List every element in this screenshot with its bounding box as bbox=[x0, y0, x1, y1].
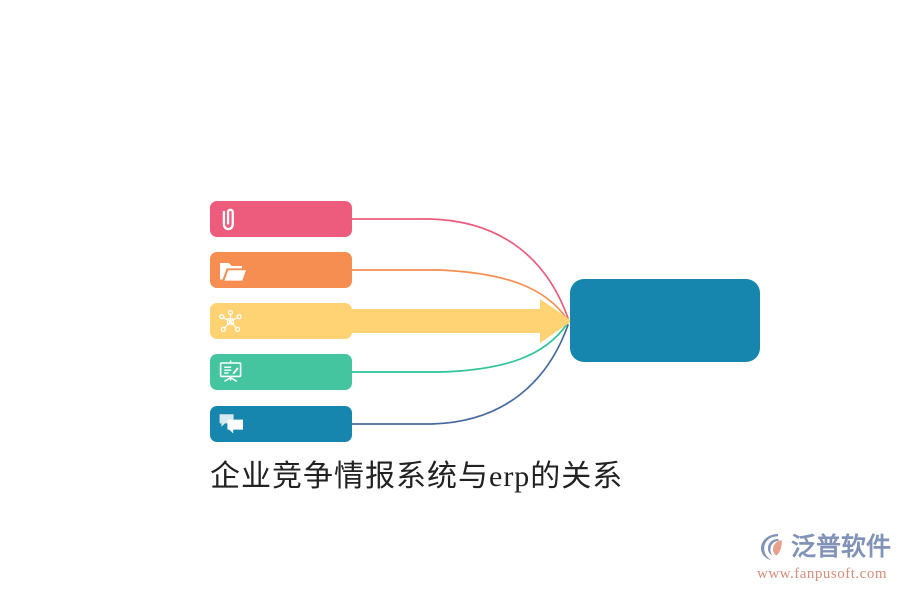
paperclip-icon bbox=[222, 208, 234, 231]
network-hub-icon bbox=[219, 309, 242, 332]
connector-lines bbox=[351, 218, 569, 425]
presentation-board-icon bbox=[219, 360, 242, 382]
target-box[interactable] bbox=[570, 279, 760, 362]
page-title: 企业竞争情报系统与erp的关系 bbox=[210, 460, 624, 493]
brand-name: 泛普软件 bbox=[791, 533, 892, 561]
connector-line-1 bbox=[351, 218, 569, 319]
connector-line-5 bbox=[351, 324, 569, 425]
source-bar-5-rect[interactable] bbox=[210, 406, 352, 442]
connector-line-4 bbox=[351, 323, 568, 373]
brand-url: www.fanpusoft.com bbox=[757, 566, 888, 582]
source-bar-2-rect[interactable] bbox=[210, 252, 352, 288]
brand-mark-icon bbox=[757, 531, 789, 563]
source-bar-4-rect[interactable] bbox=[210, 354, 352, 390]
chat-bubbles-icon bbox=[219, 414, 243, 434]
connector-line-2 bbox=[351, 269, 568, 320]
source-bar-3-rect[interactable] bbox=[210, 303, 352, 339]
source-bar-1-rect[interactable] bbox=[210, 201, 352, 237]
folder-open-icon bbox=[220, 263, 246, 281]
watermark-logo: 泛普软件 www.fanpusoft.com bbox=[757, 529, 897, 591]
